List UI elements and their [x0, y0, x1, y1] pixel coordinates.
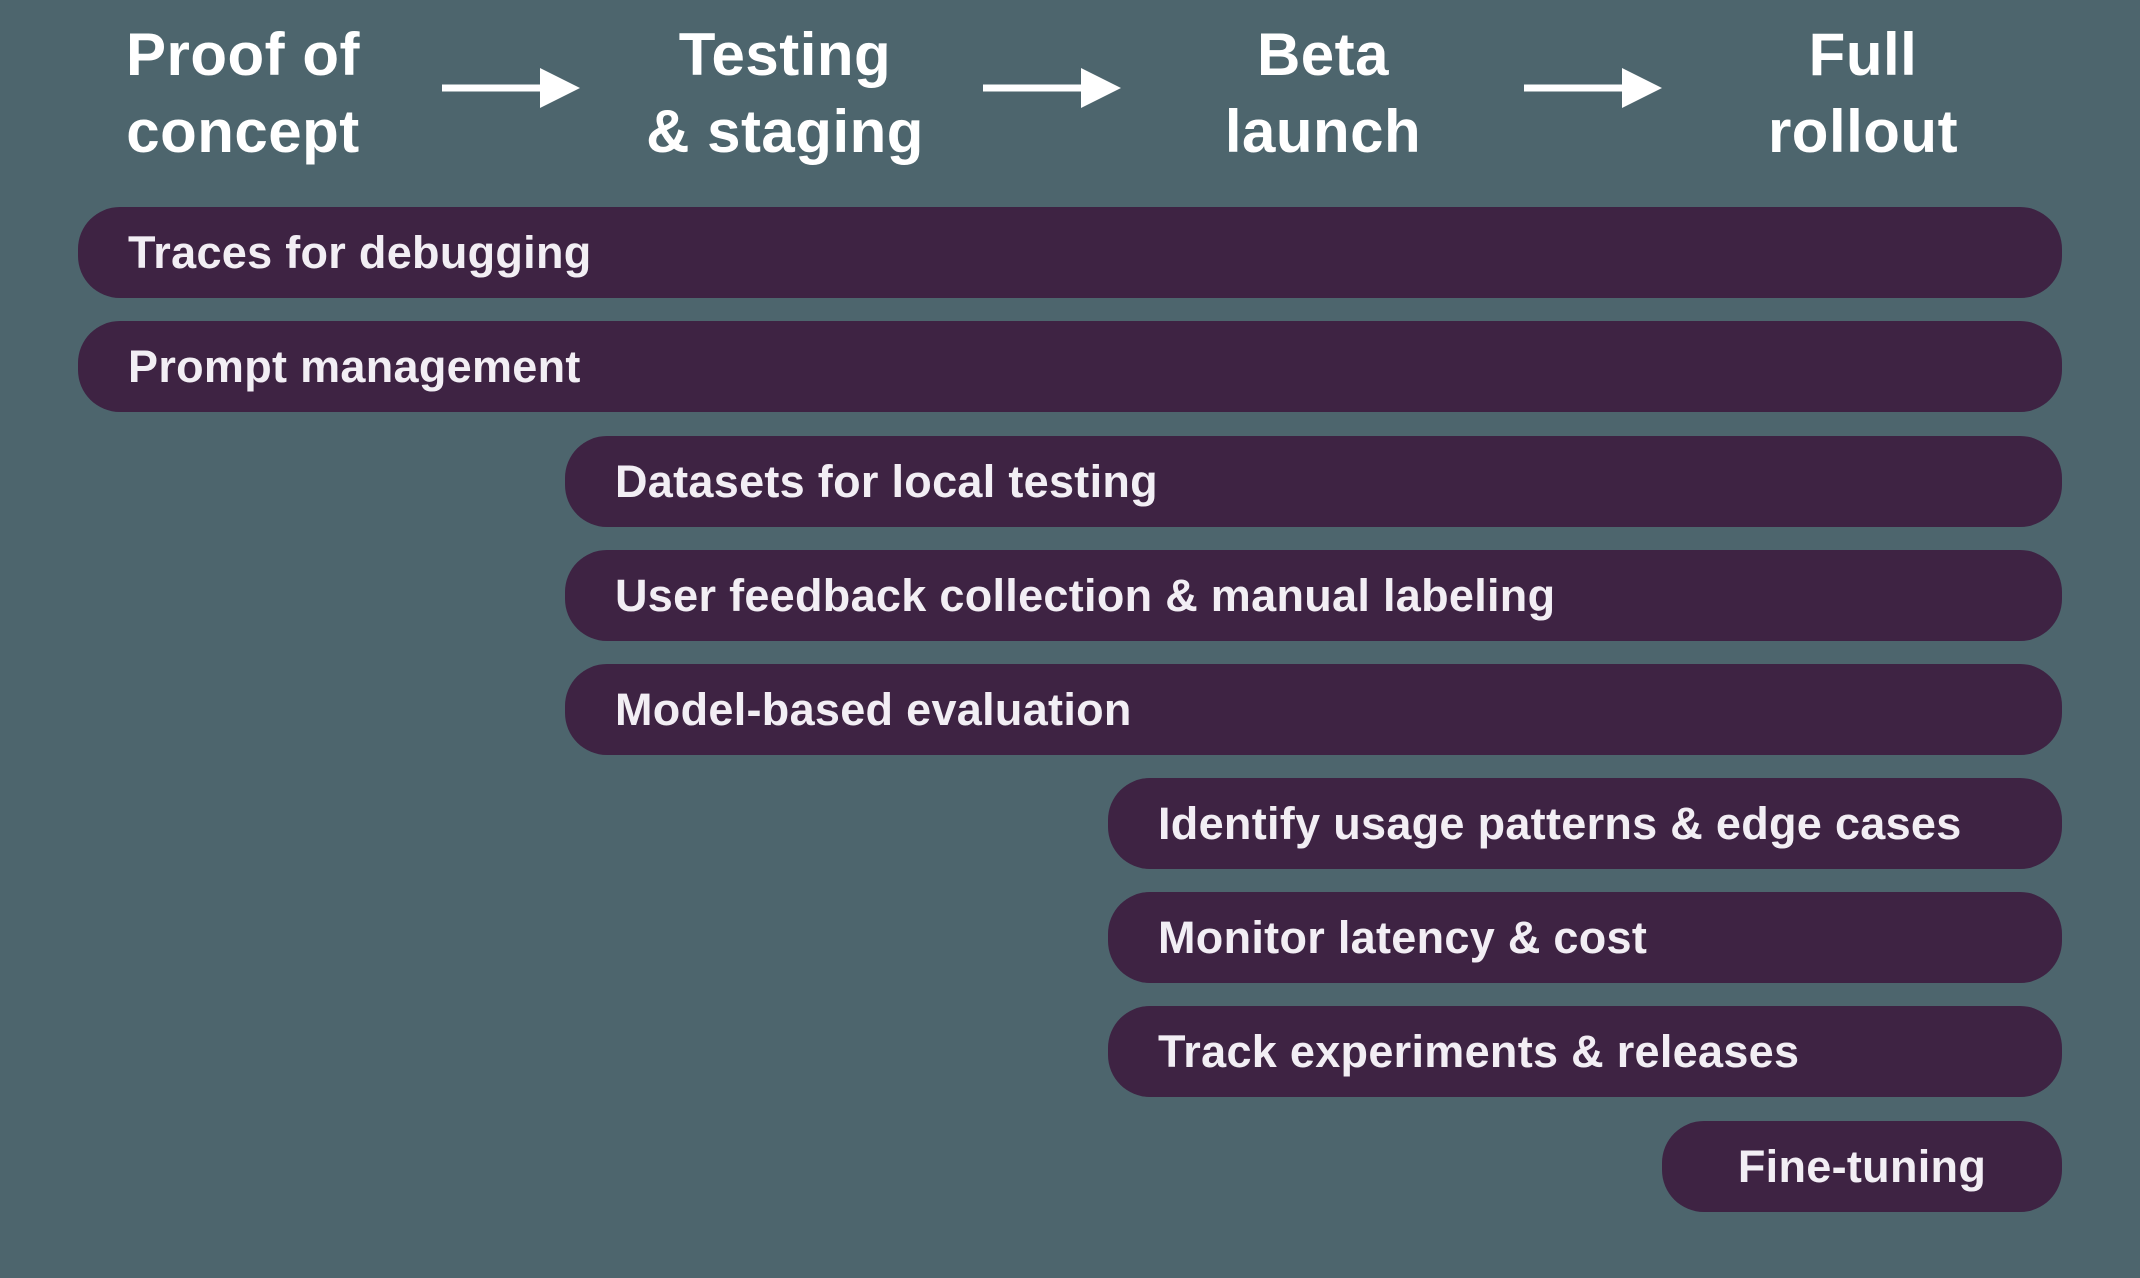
stage-label-line: Full: [1808, 21, 1918, 88]
bar-label: Traces for debugging: [128, 226, 592, 278]
bar-user-feedback-collection: User feedback collection & manual labeli…: [565, 550, 2062, 641]
stage-label-line: Proof of: [126, 21, 360, 88]
right-arrow-icon: [983, 68, 1121, 108]
bar-label: Prompt management: [128, 340, 581, 392]
stage-label-proof-of-concept: Proof of concept: [13, 16, 473, 170]
right-arrow-icon: [1524, 68, 1662, 108]
bar-label: Track experiments & releases: [1158, 1025, 1800, 1077]
stage-label-testing-staging: Testing & staging: [555, 16, 1015, 170]
right-arrow-icon: [442, 68, 580, 108]
bar-label: Datasets for local testing: [615, 455, 1158, 507]
bar-model-based-evaluation: Model-based evaluation: [565, 664, 2062, 755]
stage-label-line: & staging: [646, 98, 924, 165]
stage-label-line: launch: [1224, 98, 1422, 165]
bar-prompt-management: Prompt management: [78, 321, 2062, 412]
bar-traces-for-debugging: Traces for debugging: [78, 207, 2062, 298]
stage-label-line: concept: [126, 98, 360, 165]
bar-fine-tuning: Fine-tuning: [1662, 1121, 2062, 1212]
bar-label: Identify usage patterns & edge cases: [1158, 797, 1962, 849]
stage-label-line: Beta: [1256, 21, 1390, 88]
stage-label-line: rollout: [1767, 98, 1959, 165]
stage-label-line: Testing: [678, 21, 892, 88]
bar-datasets-for-local-testing: Datasets for local testing: [565, 436, 2062, 527]
bar-label: Model-based evaluation: [615, 683, 1132, 735]
bar-monitor-latency-cost: Monitor latency & cost: [1108, 892, 2062, 983]
bar-label: User feedback collection & manual labeli…: [615, 569, 1556, 621]
bar-identify-usage-patterns: Identify usage patterns & edge cases: [1108, 778, 2062, 869]
bar-label: Monitor latency & cost: [1158, 911, 1648, 963]
stage-label-beta-launch: Beta launch: [1093, 16, 1553, 170]
stage-label-full-rollout: Full rollout: [1633, 16, 2093, 170]
bar-track-experiments-releases: Track experiments & releases: [1108, 1006, 2062, 1097]
bar-label: Fine-tuning: [1737, 1140, 1987, 1192]
